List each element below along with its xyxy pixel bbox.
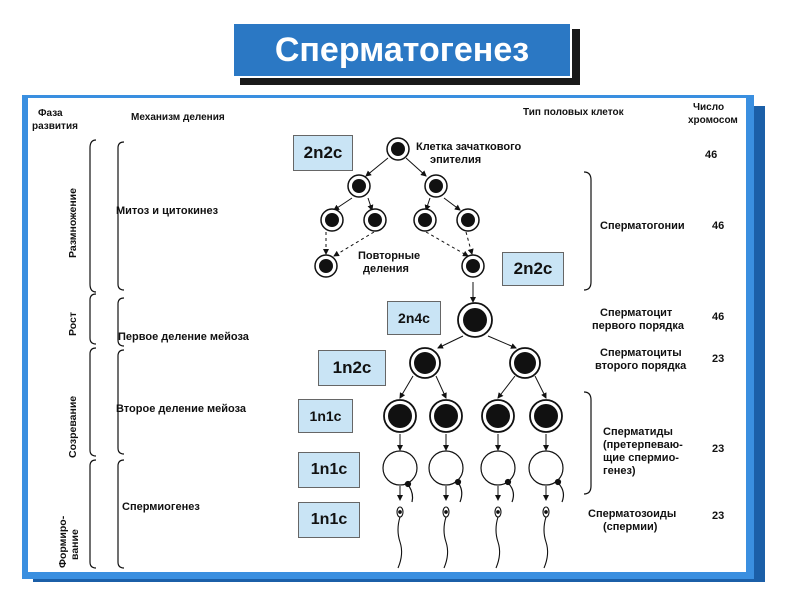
developing-spermatid [428, 450, 464, 503]
chrom-count-spermatogonia: 46 [712, 220, 724, 232]
spermatid [481, 399, 515, 433]
phase-reproduction: Размножение [67, 188, 79, 258]
label-repeat-1: Повторные [358, 250, 420, 262]
spermatogonium [413, 208, 437, 232]
secondary-spermatocyte [409, 347, 441, 379]
celltype-sc1-line2: первого порядка [592, 320, 685, 332]
spermatogonium [320, 208, 344, 232]
mechanism-spermiogenesis: Спермиогенез [122, 501, 200, 513]
header-chrom-2: хромосом [688, 115, 738, 126]
spermatid [429, 399, 463, 433]
phase-growth: Рост [67, 312, 79, 336]
formula-spermatids: 1n1c [298, 399, 353, 433]
phase-maturation: Созревание [67, 396, 79, 458]
celltype-sc2-line1: Сперматоциты [600, 347, 682, 359]
spermatozoon [396, 506, 404, 569]
slide-title: Сперматогенез [232, 22, 572, 78]
cells [314, 137, 563, 433]
celltype-brackets [583, 171, 592, 495]
header-phase-1: Фаза [38, 108, 63, 119]
primary-spermatocyte [457, 302, 493, 338]
developing-spermatid [480, 450, 516, 503]
celltype-sc1-line1: Сперматоцит [600, 307, 673, 319]
label-germ-2: эпителия [430, 154, 481, 166]
formula-secondary-spermatocyte: 1n2c [318, 350, 386, 386]
chrom-count-germ: 46 [705, 149, 717, 161]
secondary-spermatocyte [509, 347, 541, 379]
celltype-sperm-1: Сперматозоиды [588, 508, 676, 520]
header-mechanism: Механизм деления [131, 112, 225, 123]
formula-spermatogonia: 2n2c [502, 252, 564, 286]
spermatozoon [542, 506, 550, 569]
celltype-sc2-line2: второго порядка [595, 360, 687, 372]
developing-spermatid [528, 450, 565, 503]
formula-germ: 2n2c [293, 135, 353, 171]
mechanism-meiosis-2: Второе деление мейоза [116, 403, 247, 415]
spermatogonium [347, 174, 371, 198]
label-repeat-2: деления [363, 263, 409, 275]
celltype-spermatids-2: (претерпеваю- [603, 439, 683, 451]
bracket-maturation [89, 347, 97, 457]
spermatid [383, 399, 417, 433]
label-germ-1: Клетка зачаткового [416, 141, 522, 153]
division-arrows [323, 157, 549, 501]
header-chrom-1: Число [693, 102, 724, 113]
phase-formation-1: Формиро- [57, 515, 69, 568]
spermatogenesis-diagram: Фаза развития Механизм деления Тип полов… [28, 98, 746, 572]
bracket-growth [89, 293, 97, 345]
header-cell-type: Тип половых клеток [523, 107, 625, 118]
formula-developing-spermatids: 1n1c [298, 452, 360, 488]
spermatogonium [363, 208, 387, 232]
header-phase-2: развития [32, 121, 78, 132]
mechanism-brackets [117, 141, 125, 569]
chrom-count-sc1: 46 [712, 311, 724, 323]
formula-primary-spermatocyte: 2n4c [387, 301, 441, 335]
spermatozoon [494, 506, 502, 569]
chrom-count-sc2: 23 [712, 353, 724, 365]
diagram-svg: Фаза развития Механизм деления Тип полов… [32, 102, 738, 569]
phase-formation-2: вание [69, 529, 81, 560]
celltype-spermatids-3: щие спермио- [603, 452, 679, 464]
formula-spermatozoa: 1n1c [298, 502, 360, 538]
developing-spermatid [382, 450, 418, 503]
mechanism-meiosis-1: Первое деление мейоза [118, 331, 250, 343]
bracket-formation [89, 459, 97, 569]
chrom-count-sperm: 23 [712, 510, 724, 522]
spermatid [529, 399, 563, 433]
spermatogonium [456, 208, 480, 232]
spermatozoon [442, 506, 450, 569]
celltype-spermatids-1: Сперматиды [603, 426, 673, 438]
spermatogonium [314, 254, 338, 278]
spermatozoa [396, 506, 550, 569]
bracket-reproduction [89, 139, 97, 293]
chrom-count-spermatids: 23 [712, 443, 724, 455]
phase-brackets [89, 139, 97, 569]
developing-spermatids [382, 450, 565, 503]
spermatogonium [461, 254, 485, 278]
celltype-spermatids-4: генез) [603, 465, 636, 477]
spermatogonium [424, 174, 448, 198]
mechanism-mitosis: Митоз и цитокинез [116, 205, 219, 217]
celltype-spermatogonia: Сперматогонии [600, 220, 685, 232]
celltype-sperm-2: (спермии) [603, 521, 658, 533]
germ-cell [386, 137, 410, 161]
